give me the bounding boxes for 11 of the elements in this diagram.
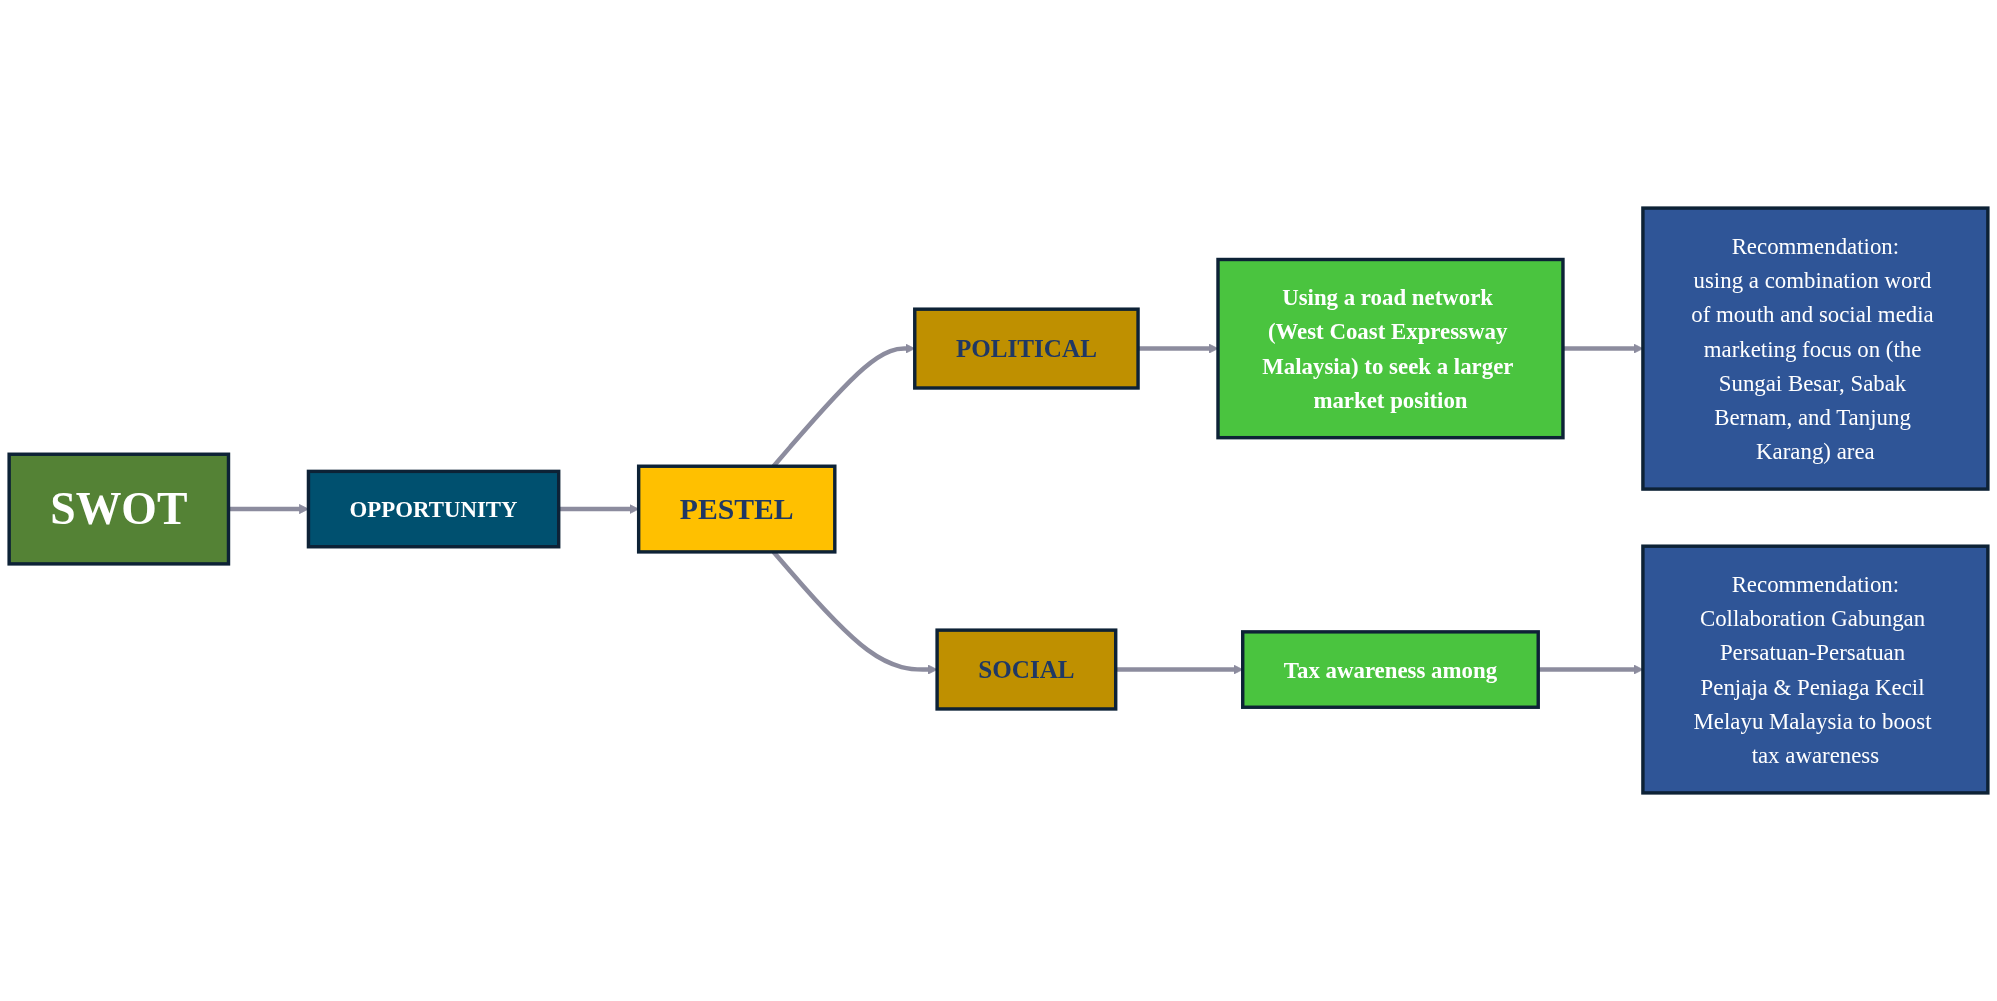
arrow: [1138, 343, 1219, 354]
node-box: SWOT: [7, 452, 231, 566]
node-box: Recommendation: using a combination word of mouth and social media marketing focus on (the Sungai Besar, Sabak Bernam, and Tanjung Karang) area: [1641, 206, 1990, 491]
node-box: Tax awareness among: [1241, 630, 1540, 709]
node-box: PESTEL: [636, 464, 837, 554]
node-box: SOCIAL: [935, 628, 1118, 711]
arrow: [1538, 664, 1644, 675]
node-box: Using a road network (West Coast Expressway Malaysia) to seek a larger market position: [1216, 257, 1565, 440]
node-box: POLITICAL: [913, 307, 1140, 390]
node-box: Recommendation: Collaboration Gabungan Persatuan-Persatuan Penjaja & Peniaga Kecil Melayu Malaysia to boost tax awareness: [1641, 544, 1990, 795]
node-box: OPPORTUNITY: [306, 469, 561, 549]
